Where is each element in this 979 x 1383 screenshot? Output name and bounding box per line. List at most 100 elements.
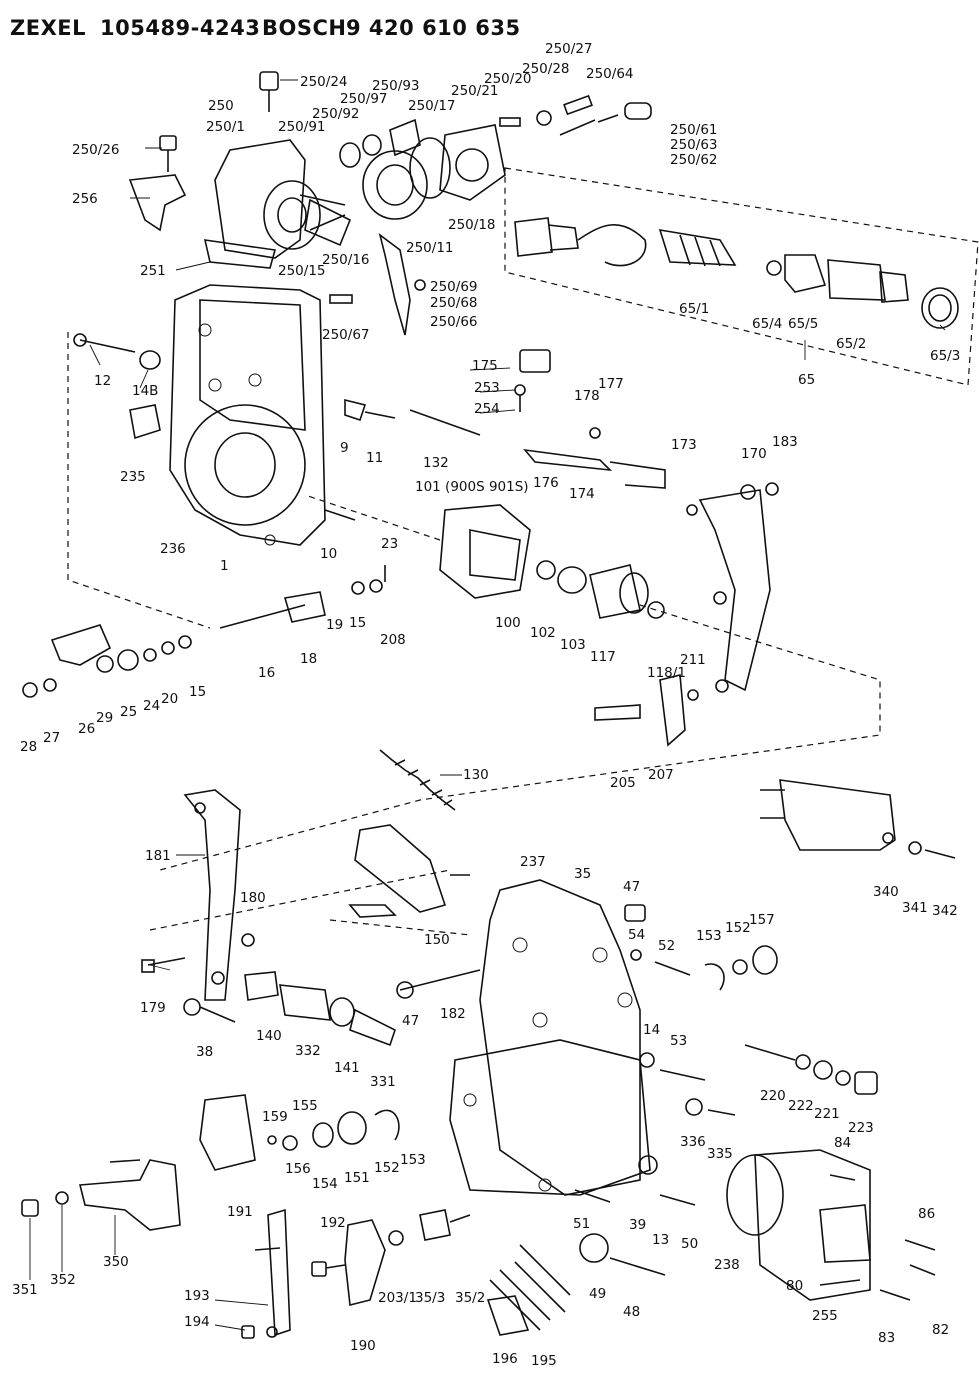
callout-54: 54 [628, 927, 645, 943]
callout-65-5: 65/5 [788, 316, 818, 332]
callout-250-18: 250/18 [448, 217, 496, 233]
callout-157: 157 [749, 912, 775, 928]
callout-65-4: 65/4 [752, 316, 782, 332]
callout-256: 256 [72, 191, 98, 207]
callout-352: 352 [50, 1272, 76, 1288]
callout-176: 176 [533, 475, 559, 491]
callout-250-91: 250/91 [278, 119, 326, 135]
governor-assembly [439, 349, 779, 747]
callout-205: 205 [610, 775, 636, 791]
callout-250-21: 250/21 [451, 83, 499, 99]
callout-250-15: 250/15 [278, 263, 326, 279]
callout-153: 153 [400, 1152, 426, 1168]
callout-80: 80 [786, 1278, 803, 1294]
callout-192: 192 [320, 1215, 346, 1231]
callout-250-26: 250/26 [72, 142, 120, 158]
linkage-dash-1 [67, 332, 211, 629]
callout-250: 250 [208, 98, 234, 114]
callout-118-1: 118/1 [647, 665, 686, 681]
callout-170: 170 [741, 446, 767, 462]
callout-27: 27 [43, 730, 60, 746]
lever-181-assembly [141, 789, 396, 1047]
callout-174: 174 [569, 486, 595, 502]
callout-207: 207 [648, 767, 674, 783]
callout-336: 336 [680, 1134, 706, 1150]
callout-141: 141 [334, 1060, 360, 1076]
callout-180: 180 [240, 890, 266, 906]
callout-182: 182 [440, 1006, 466, 1022]
callout-35-3: 35/3 [415, 1290, 445, 1306]
callout-250-17: 250/17 [408, 98, 456, 114]
brand-bosch: BOSCH [262, 16, 347, 40]
callout-154: 154 [312, 1176, 338, 1192]
callout-151: 151 [344, 1170, 370, 1186]
callout-222: 222 [788, 1098, 814, 1114]
callout-250-27: 250/27 [545, 41, 593, 57]
callout-53: 53 [670, 1033, 687, 1049]
callout-20: 20 [161, 691, 178, 707]
callout-178: 178 [574, 388, 600, 404]
callout-236: 236 [160, 541, 186, 557]
control-shaft-assembly [22, 565, 386, 698]
callout-179: 179 [140, 1000, 166, 1016]
callout-250-63: 250/63 [670, 137, 718, 153]
callout-250-66: 250/66 [430, 314, 478, 330]
solenoid-cover-80 [726, 1149, 936, 1301]
callout-223: 223 [848, 1120, 874, 1136]
callout-65: 65 [798, 372, 815, 388]
callout-103: 103 [560, 637, 586, 653]
callout-13: 13 [652, 1232, 669, 1248]
callout-83: 83 [878, 1330, 895, 1346]
callout-250-67: 250/67 [322, 327, 370, 343]
brand-zexel: ZEXEL [10, 16, 86, 40]
callout-332: 332 [295, 1043, 321, 1059]
callout-152: 152 [725, 920, 751, 936]
callout-238: 238 [714, 1257, 740, 1273]
callout-159: 159 [262, 1109, 288, 1125]
callout-23: 23 [381, 536, 398, 552]
callout-102: 102 [530, 625, 556, 641]
callout-11: 11 [366, 450, 383, 466]
callout-221: 221 [814, 1106, 840, 1122]
callout-24: 24 [143, 698, 160, 714]
callout-49: 49 [589, 1286, 606, 1302]
callout-250-62: 250/62 [670, 152, 718, 168]
linkage-dash-2 [159, 604, 881, 871]
callout-208: 208 [380, 632, 406, 648]
callout-150: 150 [424, 932, 450, 948]
zexel-part-number: 105489-4243 [100, 16, 261, 40]
callout-331: 331 [370, 1074, 396, 1090]
callout-39: 39 [629, 1217, 646, 1233]
governor-cover [396, 879, 878, 1276]
callout-132: 132 [423, 455, 449, 471]
callout-86: 86 [918, 1206, 935, 1222]
lower-left-parts [21, 1094, 400, 1231]
callout-140: 140 [256, 1028, 282, 1044]
callout-250-20: 250/20 [484, 71, 532, 87]
callout-342: 342 [932, 903, 958, 919]
callout-255: 255 [812, 1308, 838, 1324]
callout-250-61: 250/61 [670, 122, 718, 138]
callout-18: 18 [300, 651, 317, 667]
bracket-340 [760, 779, 956, 859]
callout-19: 19 [326, 617, 343, 633]
leader-lines [29, 79, 946, 1331]
injector-group-outline [504, 167, 979, 386]
callout-155: 155 [292, 1098, 318, 1114]
callout-28: 28 [20, 739, 37, 755]
callout-250-68: 250/68 [430, 295, 478, 311]
callout-15: 15 [189, 684, 206, 700]
callout-84: 84 [834, 1135, 851, 1151]
callout-15: 15 [349, 615, 366, 631]
callout-341: 341 [902, 900, 928, 916]
callout-250-64: 250/64 [586, 66, 634, 82]
callout-65-2: 65/2 [836, 336, 866, 352]
callout-65-3: 65/3 [930, 348, 960, 364]
callout-1: 1 [220, 558, 229, 574]
callout-51: 51 [573, 1216, 590, 1232]
callout-235: 235 [120, 469, 146, 485]
callout-12: 12 [94, 373, 111, 389]
